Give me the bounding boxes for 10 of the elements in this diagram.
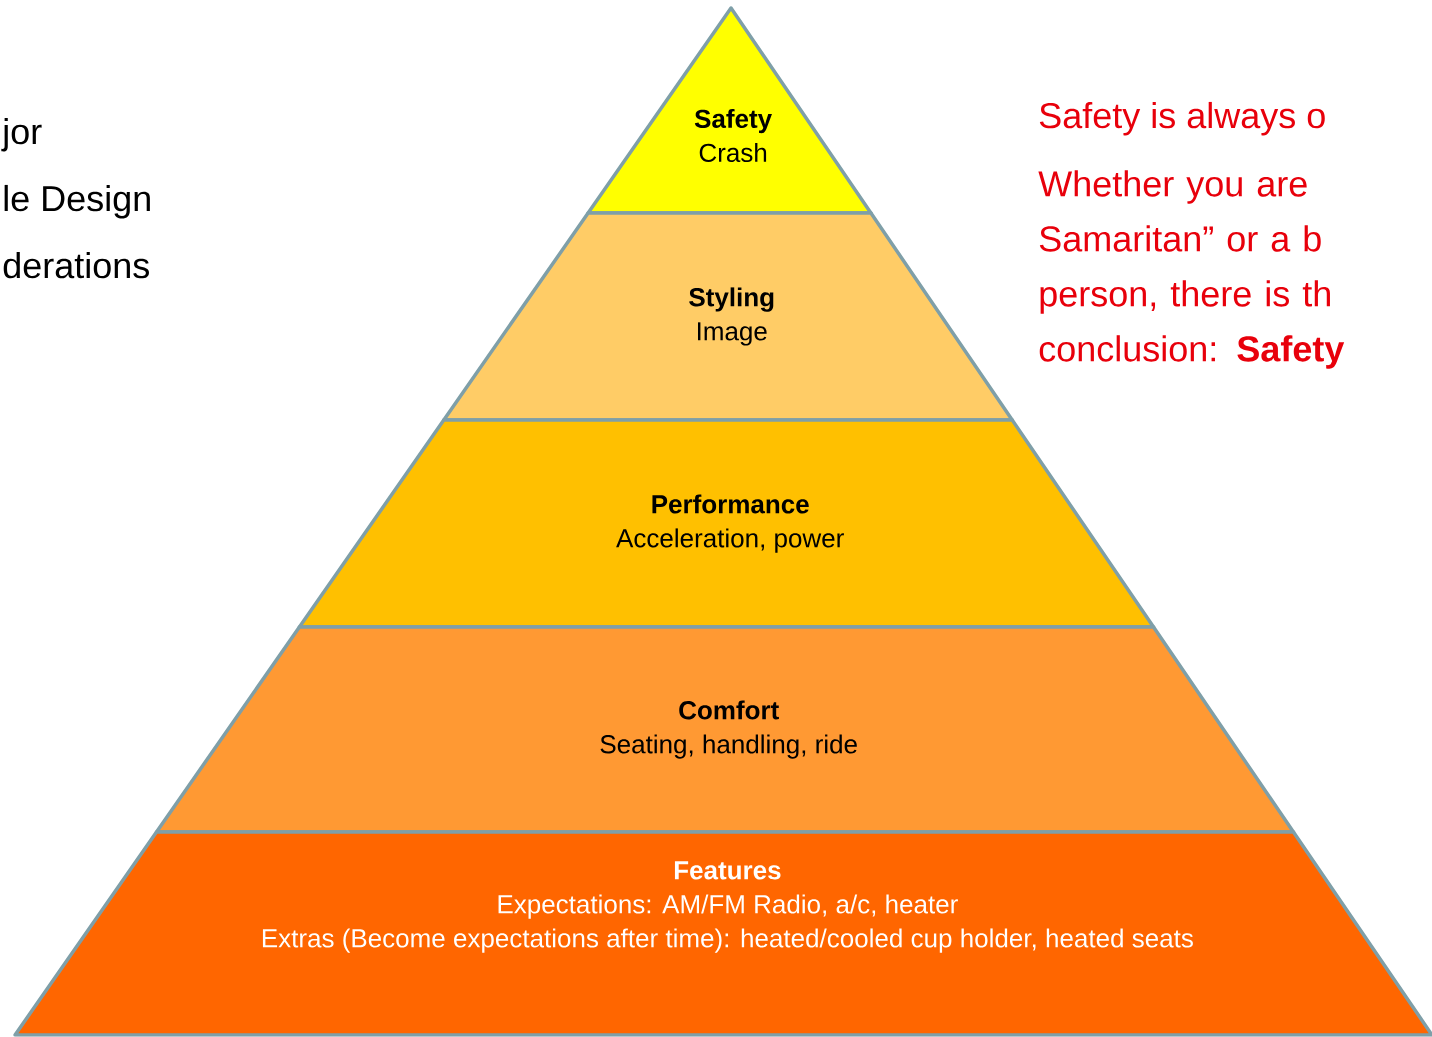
pyramid-band: Features Expectations: AM/FM Radio, a/c, heater Extras (Become expectations after time): heated/cooled cup holder, heated seats xyxy=(13,830,1432,1037)
pyramid-band: Performance Acceleration, power xyxy=(297,418,1156,629)
side-text: le Design xyxy=(4,184,150,219)
pyramid-band: Styling Image xyxy=(442,211,1014,422)
side-text: Whether you are Samaritan” or a b person, there is th conclusion: Safety xyxy=(1038,170,1345,369)
side-text: Safety is always o xyxy=(1039,101,1325,136)
pyramid-band: Safety Crash xyxy=(586,6,873,215)
side-text: jor xyxy=(1,117,42,152)
pyramid-band: Comfort Seating, handling, ride xyxy=(154,625,1296,834)
side-text: derations xyxy=(3,251,149,279)
